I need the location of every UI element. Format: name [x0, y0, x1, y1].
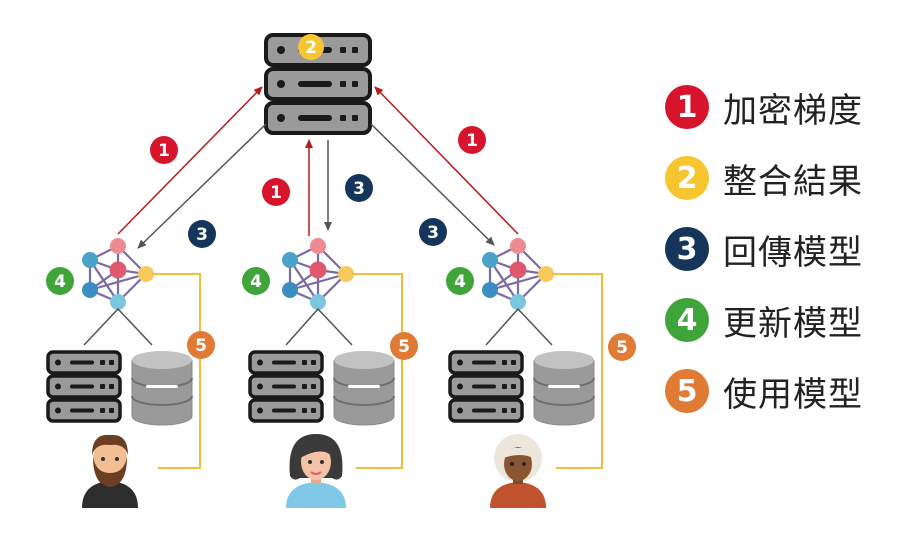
step-2-badge: 2 [298, 34, 324, 60]
database-icon [333, 351, 395, 426]
svg-text:1: 1 [466, 131, 478, 151]
svg-text:4: 4 [250, 272, 262, 292]
svg-text:3: 3 [196, 225, 208, 245]
step-5-badge: 5 [390, 332, 418, 360]
data-link-line [152, 273, 201, 469]
svg-text:5: 5 [616, 338, 628, 358]
legend-label: 使用模型 [723, 374, 863, 415]
legend-item-4: 4 更新模型 [665, 295, 905, 345]
server-rack-icon [46, 350, 122, 423]
step-3-badge-left: 3 [188, 220, 216, 248]
step-5-badge: 5 [187, 331, 215, 359]
upload-arrows [117, 86, 519, 236]
legend-label: 整合結果 [723, 161, 863, 202]
legend-item-3: 3 回傳模型 [665, 224, 905, 274]
person-avatar-icon [286, 434, 346, 508]
svg-text:5: 5 [195, 336, 207, 356]
client-node-1: 4 5 [46, 238, 215, 508]
server-rack-icon [448, 350, 524, 423]
svg-text:3: 3 [353, 179, 365, 199]
svg-text:1: 1 [158, 141, 170, 161]
legend-label: 回傳模型 [723, 232, 863, 273]
arrow-upload-right [374, 86, 519, 235]
neural-network-icon [82, 238, 154, 310]
client-node-3: 4 5 [446, 238, 636, 508]
step-5-badge: 5 [608, 333, 636, 361]
database-icon [533, 351, 595, 426]
legend-number-badge: 4 [665, 298, 709, 342]
legend-number-badge: 2 [665, 156, 709, 200]
link-to-storage [83, 307, 153, 346]
neural-network-icon [282, 238, 354, 310]
legend-label: 加密梯度 [723, 90, 863, 131]
step-1-badge-left: 1 [150, 136, 178, 164]
neural-network-icon [482, 238, 554, 310]
data-link-line [552, 273, 603, 469]
link-to-storage [485, 307, 553, 346]
server-rack-icon [248, 350, 324, 423]
arrow-download-left [137, 123, 267, 249]
legend: 1 加密梯度 2 整合結果 3 回傳模型 4 更新模型 5 使用模型 [665, 82, 905, 437]
legend-label: 更新模型 [723, 303, 863, 344]
step-3-badge-middle: 3 [345, 174, 373, 202]
database-icon [131, 351, 193, 426]
arrow-upload-left [117, 86, 263, 235]
step-1-badge-right: 1 [458, 126, 486, 154]
legend-number-badge: 3 [665, 227, 709, 271]
legend-item-2: 2 整合結果 [665, 153, 905, 203]
data-link-line [352, 273, 403, 469]
client-node-2: 4 5 [242, 238, 418, 508]
svg-text:5: 5 [398, 337, 410, 357]
svg-text:4: 4 [454, 272, 466, 292]
step-4-badge: 4 [446, 267, 474, 295]
svg-text:3: 3 [427, 223, 439, 243]
step-1-badge-middle: 1 [262, 178, 290, 206]
arrow-download-right [370, 123, 495, 246]
link-to-storage [285, 307, 353, 346]
person-avatar-icon [82, 434, 138, 508]
download-arrows [137, 123, 495, 249]
legend-item-1: 1 加密梯度 [665, 82, 905, 132]
legend-number-badge: 5 [665, 369, 709, 413]
svg-text:4: 4 [54, 272, 66, 292]
step-4-badge: 4 [242, 267, 270, 295]
person-avatar-icon [490, 434, 546, 508]
svg-text:2: 2 [305, 38, 317, 58]
legend-number-badge: 1 [665, 85, 709, 129]
legend-item-5: 5 使用模型 [665, 366, 905, 416]
step-4-badge: 4 [46, 267, 74, 295]
svg-text:1: 1 [270, 183, 282, 203]
step-3-badge-right: 3 [419, 218, 447, 246]
